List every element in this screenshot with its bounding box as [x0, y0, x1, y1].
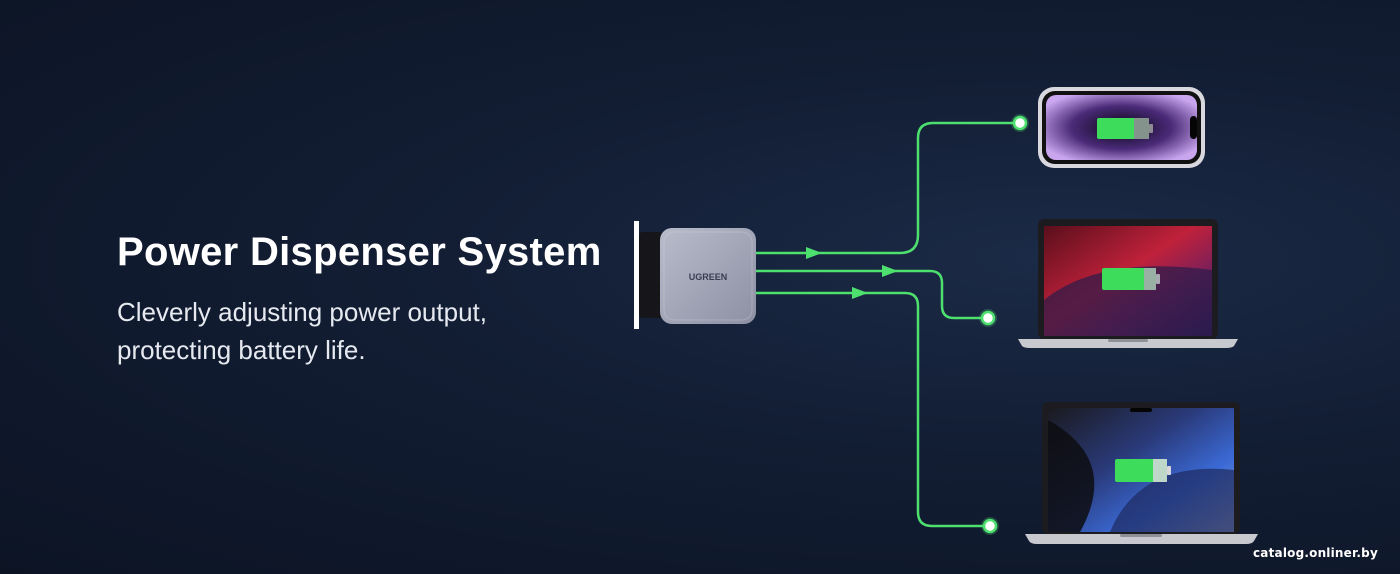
endpoint-dots [979, 114, 1029, 535]
line-phone [756, 121, 1014, 255]
arrow-icon [806, 247, 822, 259]
arrow-icon [852, 287, 868, 299]
charger-brand: UGREEN [689, 272, 728, 282]
battery-icon [1102, 268, 1160, 290]
plug-prongs [639, 232, 663, 318]
laptop-16-icon [1025, 402, 1258, 544]
subtitle-line-2: protecting battery life. [117, 335, 366, 365]
line-laptop-16 [756, 291, 984, 528]
subtitle-line-1: Cleverly adjusting power output, [117, 297, 487, 327]
arrow-icon [882, 265, 898, 277]
phone-icon [1038, 87, 1205, 168]
power-lines [756, 121, 1014, 528]
headline: Power Dispenser System [117, 230, 602, 274]
laptop-13-icon [1018, 219, 1238, 348]
charger-icon: UGREEN [660, 228, 756, 324]
watermark: catalog.onliner.by [1252, 546, 1378, 560]
subtitle: Cleverly adjusting power output, protect… [117, 293, 487, 369]
line-laptop-13 [756, 269, 982, 320]
battery-icon [1097, 118, 1153, 139]
battery-icon [1115, 459, 1171, 482]
wall-divider [634, 221, 639, 329]
